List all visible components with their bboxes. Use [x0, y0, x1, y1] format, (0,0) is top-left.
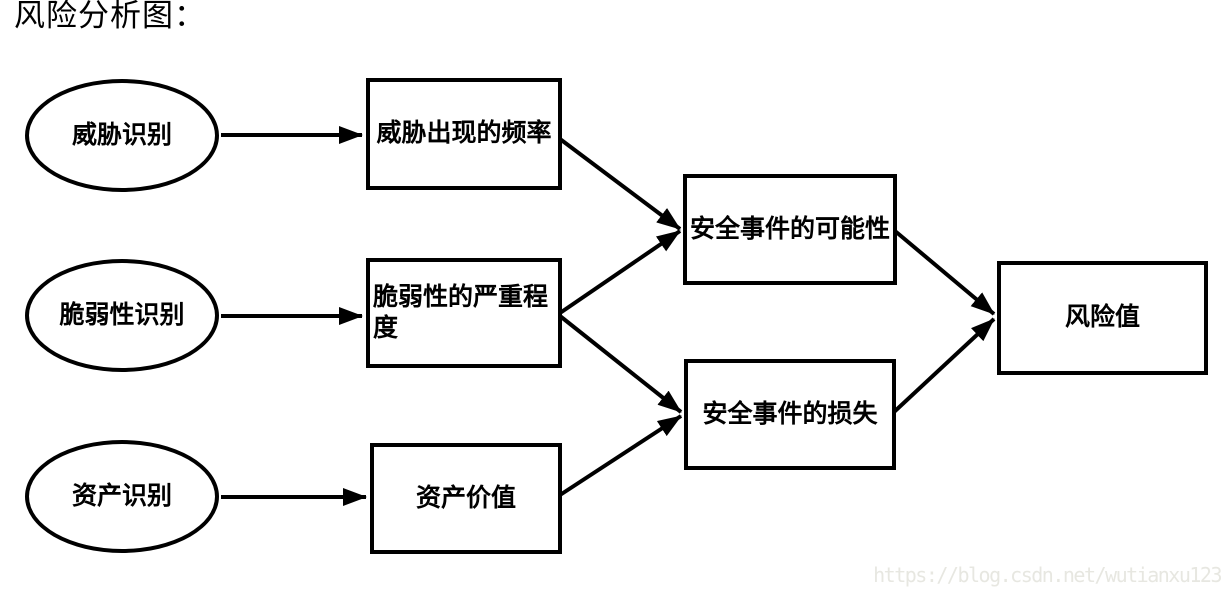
node-vulnerability-severity: 脆弱性的严重程度: [366, 258, 562, 368]
csdn-watermark: https://blog.csdn.net/wutianxu123: [873, 563, 1222, 587]
arrow-value-to-loss: [558, 414, 683, 497]
node-label: 风险值: [1064, 303, 1140, 332]
arrow-frequency-to-probability: [558, 137, 682, 231]
node-incident-probability: 安全事件的可能性: [683, 174, 897, 285]
node-vulnerability-identification: 脆弱性识别: [25, 259, 219, 372]
node-asset-identification: 资产识别: [25, 440, 219, 553]
arrow-severity-to-loss: [558, 314, 683, 414]
node-threat-frequency: 威胁出现的频率: [366, 78, 562, 190]
node-label: 威胁识别: [71, 120, 172, 149]
node-label: 威胁出现的频率: [376, 119, 552, 148]
arrow-loss-to-risk: [892, 317, 996, 414]
node-label: 安全事件的损失: [702, 399, 878, 428]
node-asset-value: 资产价值: [370, 443, 562, 554]
diagram-title: 风险分析图：: [14, 0, 206, 33]
node-threat-identification: 威胁识别: [25, 79, 219, 192]
node-label: 脆弱性识别: [59, 300, 185, 329]
node-label: 资产识别: [71, 481, 172, 510]
node-risk-value: 风险值: [997, 261, 1208, 375]
node-label: 资产价值: [415, 483, 516, 512]
arrow-probability-to-risk: [893, 229, 996, 316]
arrow-severity-to-probability: [558, 229, 682, 315]
node-label: 脆弱性的严重程度: [373, 282, 549, 342]
node-label: 安全事件的可能性: [689, 214, 890, 243]
node-incident-loss: 安全事件的损失: [684, 359, 896, 470]
